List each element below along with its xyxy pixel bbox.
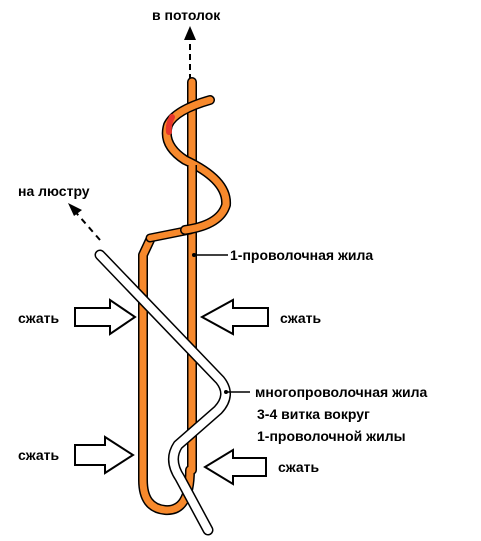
chandelier-arrow [68, 203, 101, 241]
squeeze-arrow-left-top [74, 298, 137, 336]
single-core-dot [192, 253, 196, 257]
multi-core-dot [224, 390, 228, 394]
label-squeeze-right-top: сжать [280, 310, 322, 326]
squeeze-arrow-left-bottom [74, 435, 135, 475]
wire-end-highlight [165, 114, 175, 135]
label-single-core: 1-проволочная жила [230, 247, 373, 263]
block-arrow-icon [74, 298, 137, 336]
label-squeeze-left-top: сжать [18, 310, 60, 326]
arrowhead-icon [184, 26, 196, 40]
label-ceiling: в потолок [152, 7, 221, 23]
label-squeeze-left-bottom: сжать [18, 447, 60, 463]
label-turns: 3-4 витка вокруг [257, 406, 370, 422]
ceiling-arrow [184, 26, 196, 80]
single-core-wire [138, 77, 197, 516]
label-squeeze-right-bottom: сжать [278, 459, 320, 475]
arrowhead-icon [68, 203, 82, 216]
label-around-single: 1-проволочной жилы [257, 428, 406, 444]
squeeze-arrow-right-top [199, 298, 269, 336]
block-arrow-icon [199, 298, 269, 336]
label-multi-core: многопроволочная жила [255, 384, 428, 400]
multi-core-wire [94, 249, 231, 536]
label-chandelier: на люстру [18, 183, 90, 199]
wire-helix [161, 95, 232, 235]
block-arrow-icon [74, 435, 135, 475]
squeeze-arrow-right-bottom [203, 448, 267, 486]
block-arrow-icon [203, 448, 267, 486]
